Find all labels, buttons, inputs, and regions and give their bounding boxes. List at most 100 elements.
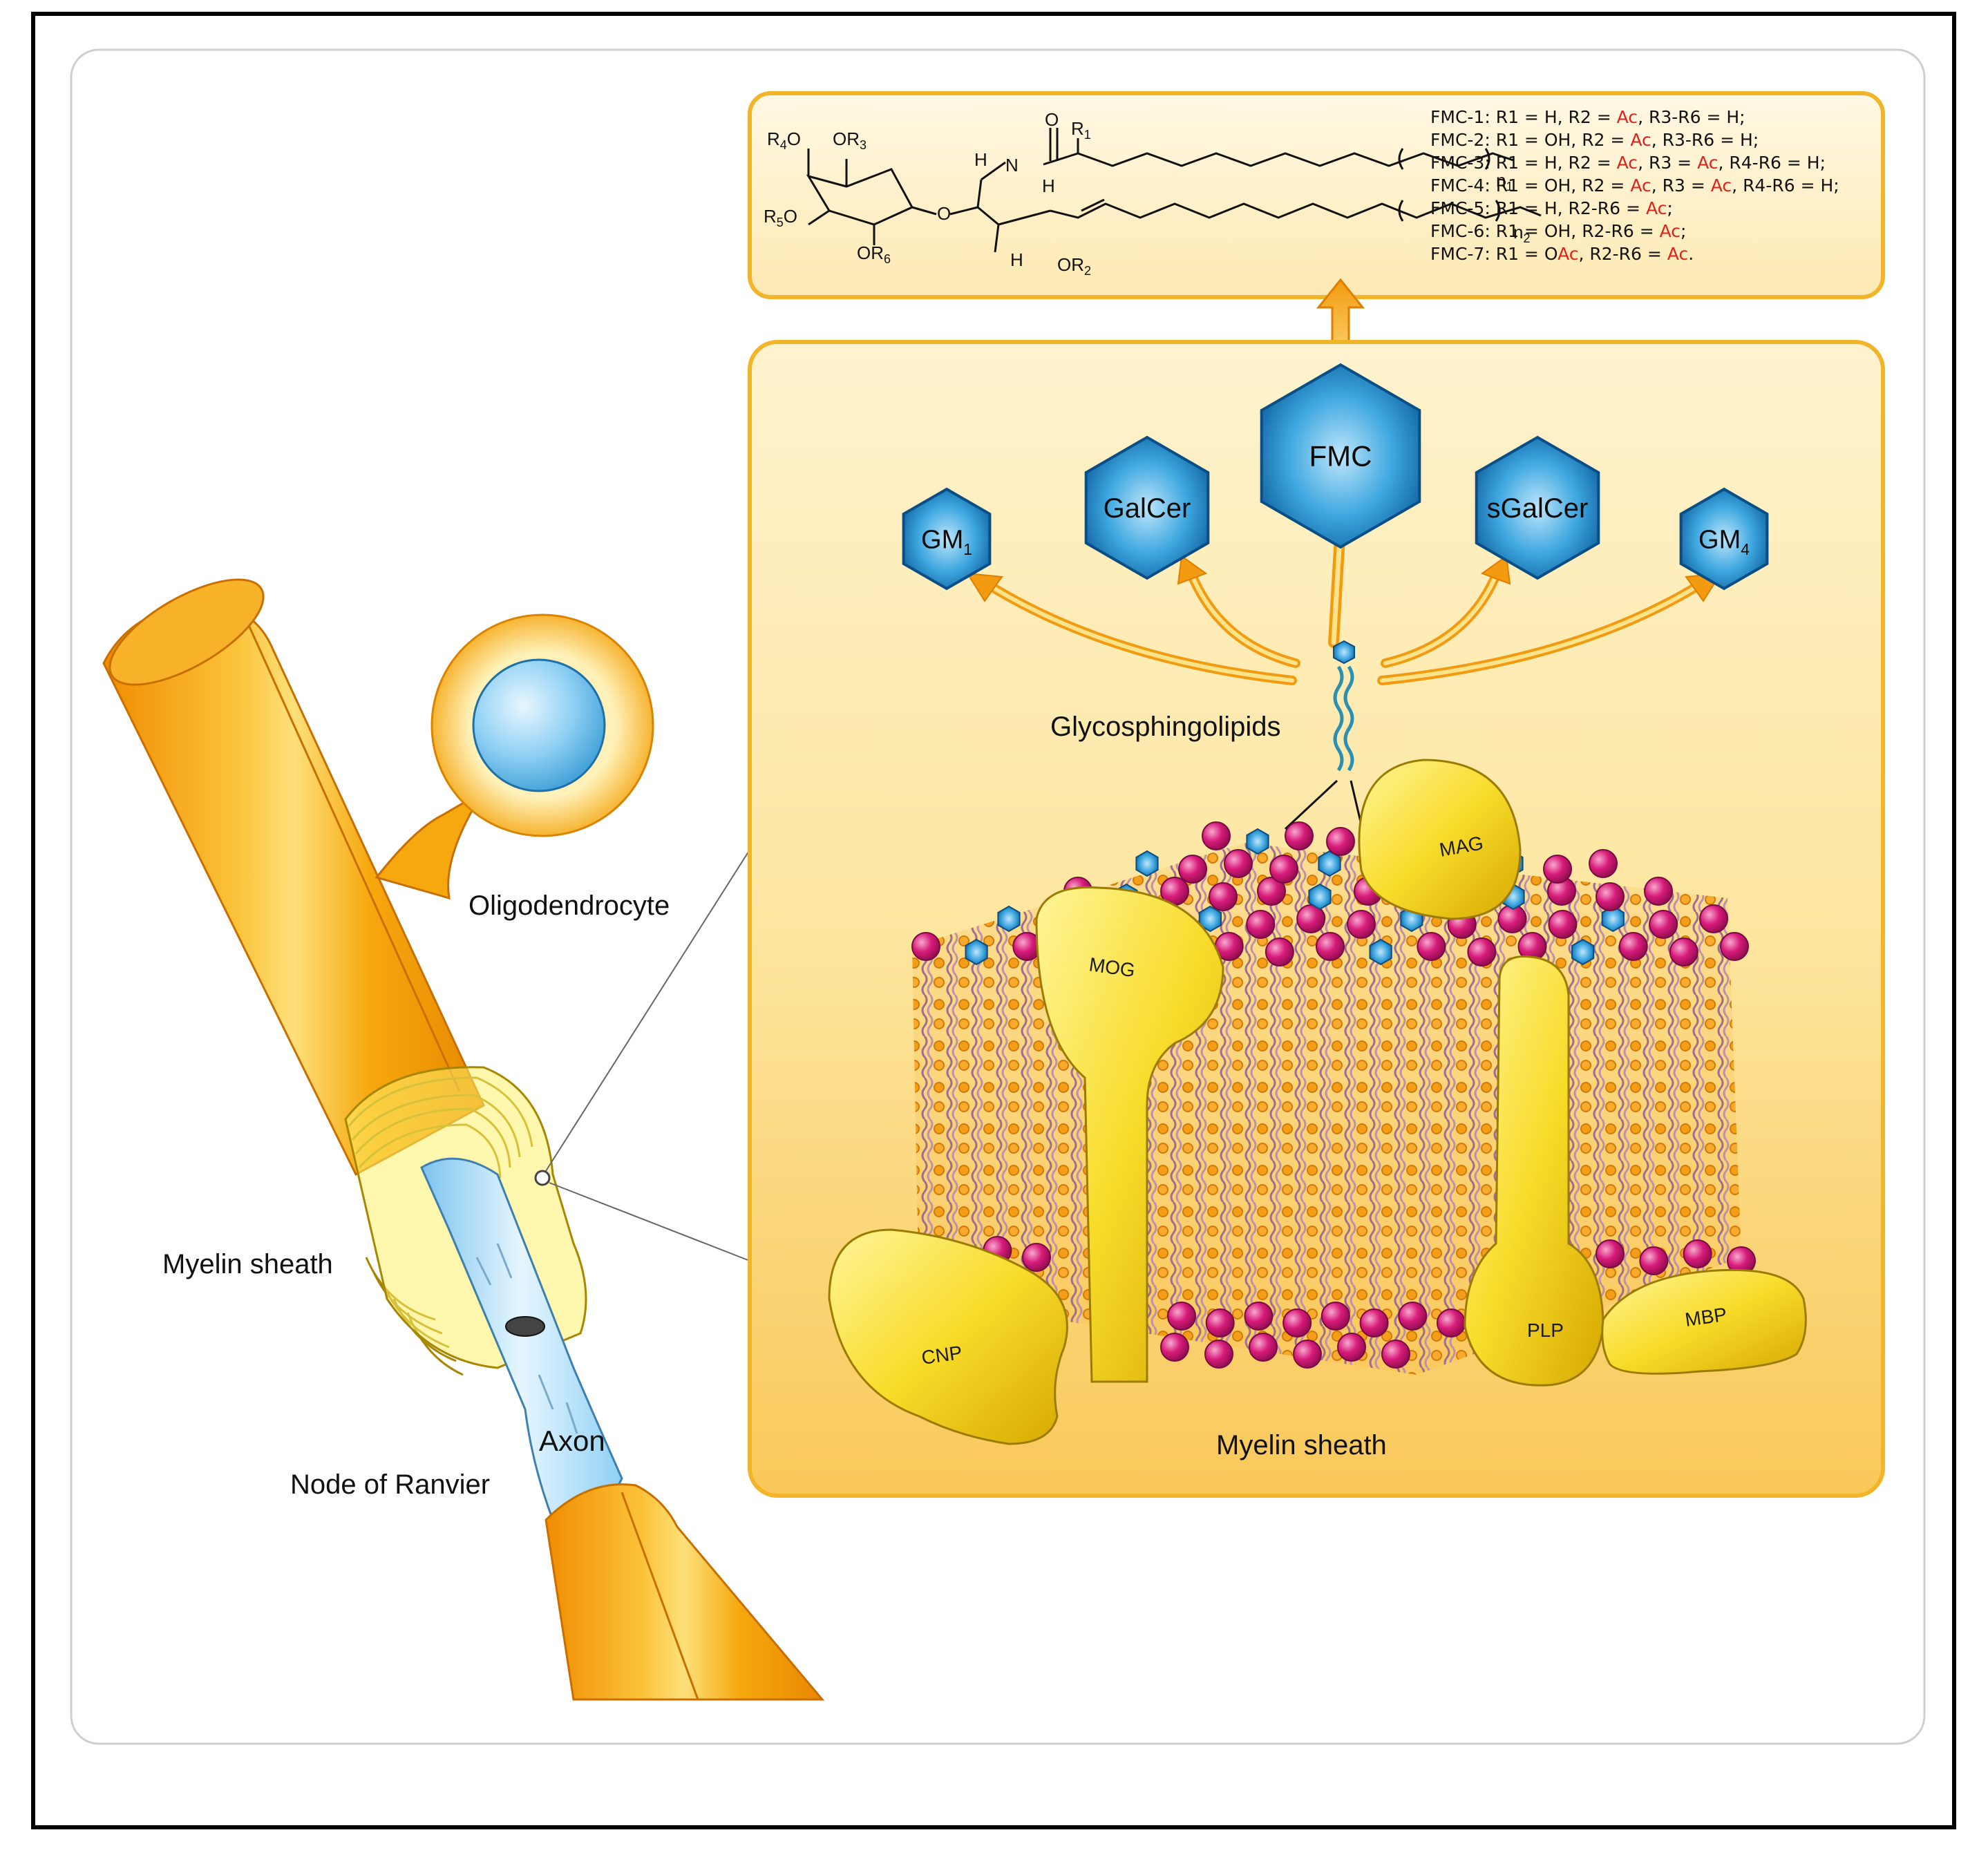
hexagon-gm1 xyxy=(902,487,992,591)
phospholipid-headgroup xyxy=(1437,1308,1466,1337)
mitochondrion xyxy=(505,1316,545,1337)
h-on-n-label: H xyxy=(974,149,987,170)
svg-text:R5O: R5O xyxy=(764,206,797,229)
svg-text:OR2: OR2 xyxy=(1057,254,1091,278)
myelin-sheath-left-label: Myelin sheath xyxy=(162,1249,333,1279)
svg-text:R4O: R4O xyxy=(767,128,801,152)
oligodendrocyte-nucleus xyxy=(472,658,606,792)
fmc-variant-line: FMC-3: R1 = H, R2 = Ac, R3 = Ac, R4-R6 =… xyxy=(1430,153,1826,173)
protein-plp xyxy=(1464,955,1604,1387)
phospholipid-headgroup xyxy=(1160,1333,1189,1362)
sugar-headgroup xyxy=(1308,883,1332,911)
phospholipid-headgroup xyxy=(1618,932,1648,961)
or3-label: OR xyxy=(833,128,860,149)
myelin-tube-cap xyxy=(108,578,265,686)
phospholipid-headgroup xyxy=(1326,827,1355,856)
phospholipid-headgroup xyxy=(911,932,940,961)
phospholipid-headgroup xyxy=(1269,855,1298,884)
glycosphingolipids-label: Glycosphingolipids xyxy=(1050,712,1281,742)
phospholipid-headgroup xyxy=(1596,882,1625,911)
phospholipid-headgroup xyxy=(1683,1239,1712,1268)
hexagon-label-sgalcer: sGalCer xyxy=(1487,493,1589,524)
glycolipid-molecule xyxy=(1284,640,1366,840)
hexagon-galcer xyxy=(1084,435,1210,580)
phospholipid-headgroup xyxy=(1205,1308,1235,1337)
phospholipid-headgroup xyxy=(1249,1333,1278,1362)
h-c2-label: H xyxy=(1042,175,1055,196)
sugar-headgroup xyxy=(1246,828,1269,855)
phospholipid-headgroup xyxy=(1381,1340,1410,1369)
phospholipid-headgroup xyxy=(1337,1333,1366,1362)
n1-label: n xyxy=(1496,170,1506,191)
hexagon-sgalcer xyxy=(1475,435,1600,580)
sugar-headgroup xyxy=(1571,938,1595,966)
hexagon-label-gm4: GM4 xyxy=(1698,525,1750,558)
sugar-headgroup xyxy=(965,938,988,966)
or6-label: OR xyxy=(857,242,884,263)
phospholipid-headgroup xyxy=(1265,937,1294,966)
phospholipid-headgroup xyxy=(1293,1340,1322,1369)
fmc-variant-line: FMC-5: R1 = H, R2-R6 = Ac; xyxy=(1430,198,1673,218)
phospholipid-headgroup xyxy=(1257,877,1286,906)
phospholipid-headgroup xyxy=(1467,937,1497,966)
myelin-sheath-panel-label: Myelin sheath xyxy=(1216,1430,1387,1460)
phospholipid-headgroup xyxy=(1204,1340,1233,1369)
axon-label: Axon xyxy=(539,1425,605,1457)
hexagon-label-fmc: FMC xyxy=(1309,440,1372,473)
h-c3-label: H xyxy=(1010,249,1023,270)
phospholipid-headgroup xyxy=(1316,932,1345,961)
sugar-headgroup xyxy=(1198,905,1222,933)
sugar-headgroup xyxy=(1318,850,1341,877)
structure-box: R4O OR3 R5O OR6 O H N H H OR2 O R1 n1 n2… xyxy=(748,91,1885,299)
galactose-ring xyxy=(806,128,1542,253)
axon-body xyxy=(420,1157,623,1521)
node-of-ranvier-label: Node of Ranvier xyxy=(290,1469,490,1500)
hexagon-fmc xyxy=(1260,363,1421,549)
phospholipid-headgroup xyxy=(1699,904,1728,933)
phospholipid-headgroup xyxy=(1244,1302,1274,1331)
phospholipid-headgroup xyxy=(1285,821,1314,850)
phospholipid-headgroup xyxy=(1639,1246,1669,1275)
phospholipid-headgroup xyxy=(1669,937,1698,966)
phospholipid-headgroup xyxy=(1202,821,1231,850)
myelin-tube-lower xyxy=(545,1483,825,1701)
hexagon-gm4 xyxy=(1679,487,1769,591)
oligodendrocyte-label: Oligodendrocyte xyxy=(468,891,670,921)
carbonyl-o-label: O xyxy=(1045,109,1059,130)
phospholipid-headgroup xyxy=(1359,1308,1389,1337)
hexagon-label-gm1: GM1 xyxy=(921,525,972,558)
phospholipid-headgroup xyxy=(1178,855,1207,884)
phospholipid-headgroup xyxy=(1548,910,1578,939)
phospholipid-headgroup xyxy=(1224,849,1253,878)
phospholipid-headgroup xyxy=(1649,910,1678,939)
phospholipid-headgroup xyxy=(1589,849,1618,878)
fmc-variant-line: FMC-4: R1 = OH, R2 = Ac, R3 = Ac, R4-R6 … xyxy=(1430,175,1839,196)
n-label: N xyxy=(1005,155,1019,175)
sugar-headgroup xyxy=(1601,905,1625,933)
svg-text:n2: n2 xyxy=(1513,222,1530,245)
outer-frame xyxy=(31,12,1956,1829)
protein-mag xyxy=(1358,759,1522,920)
phospholipid-headgroup xyxy=(1022,1243,1051,1272)
phospholipid-headgroup xyxy=(1644,877,1673,906)
n2-label: n xyxy=(1513,222,1523,242)
fmc-variant-list: FMC-1: R1 = H, R2 = Ac, R3-R6 = H; FMC-2:… xyxy=(1430,107,1839,264)
hexagon-label-galcer: GalCer xyxy=(1104,493,1191,524)
svg-text:R1: R1 xyxy=(1071,118,1091,142)
phospholipid-headgroup xyxy=(1246,910,1276,939)
phospholipid-headgroup xyxy=(1543,855,1572,884)
phospholipid-headgroup xyxy=(1596,1239,1625,1268)
or2-label: OR xyxy=(1057,254,1084,275)
fmc-variant-line: FMC-1: R1 = H, R2 = Ac, R3-R6 = H; xyxy=(1430,107,1745,127)
zoom-marker xyxy=(534,1170,551,1186)
protein-mbp xyxy=(1601,1268,1807,1375)
phospholipid-headgroup xyxy=(1720,932,1749,961)
svg-text:OR6: OR6 xyxy=(857,242,891,266)
glycosidic-o-label: O xyxy=(937,203,951,224)
protein-mog xyxy=(1035,886,1224,1383)
phospholipid-headgroup xyxy=(1347,910,1376,939)
fmc-variant-line: FMC-2: R1 = OH, R2 = Ac, R3-R6 = H; xyxy=(1430,130,1759,150)
r5o-label: R xyxy=(764,206,777,227)
